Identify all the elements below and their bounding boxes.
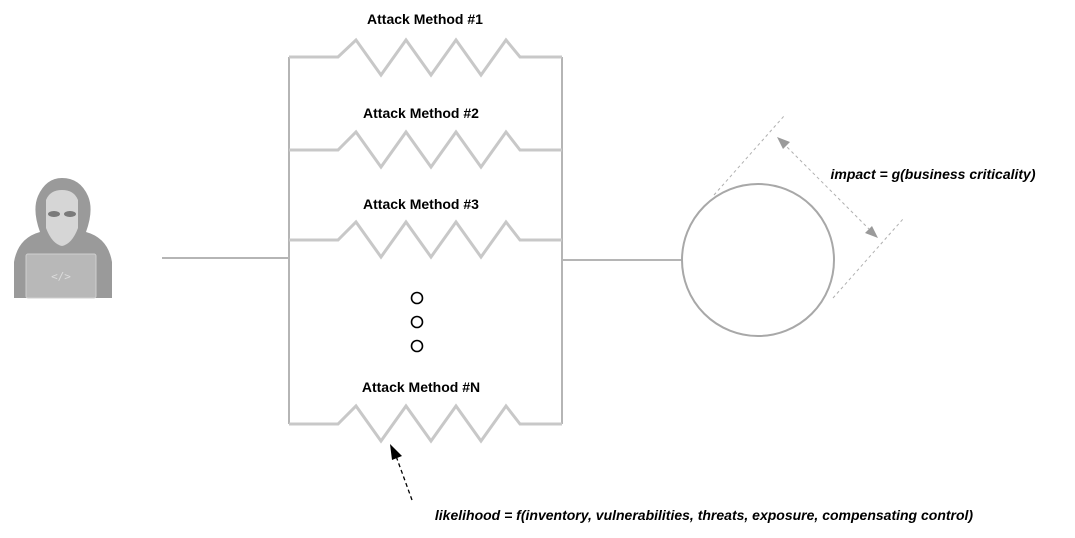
laptop-code-text: </> bbox=[51, 270, 71, 283]
resistor-3 bbox=[289, 219, 562, 260]
resistor-n bbox=[289, 403, 562, 444]
impact-dimension bbox=[713, 115, 904, 299]
target-asset-circle-icon bbox=[681, 183, 835, 337]
likelihood-label: likelihood = f(inventory, vulnerabilitie… bbox=[435, 507, 974, 523]
likelihood-arrow bbox=[390, 444, 413, 501]
attack-branch-n: Attack Method #N bbox=[289, 379, 562, 444]
vertical-ellipsis-icon bbox=[410, 291, 424, 353]
impact-label: impact = g(business criticality) bbox=[830, 166, 1035, 182]
resistor-2 bbox=[289, 129, 562, 170]
attack-branch-1: Attack Method #1 bbox=[289, 11, 562, 78]
attack-method-n-label: Attack Method #N bbox=[362, 379, 480, 395]
attack-method-3-label: Attack Method #3 bbox=[363, 196, 479, 212]
resistor-1 bbox=[289, 37, 562, 78]
attack-branch-3: Attack Method #3 bbox=[289, 196, 562, 260]
attack-method-2-label: Attack Method #2 bbox=[363, 105, 479, 121]
attack-branch-2: Attack Method #2 bbox=[289, 105, 562, 170]
hacker-with-laptop-icon: </> bbox=[14, 178, 112, 299]
attack-method-1-label: Attack Method #1 bbox=[367, 11, 483, 27]
